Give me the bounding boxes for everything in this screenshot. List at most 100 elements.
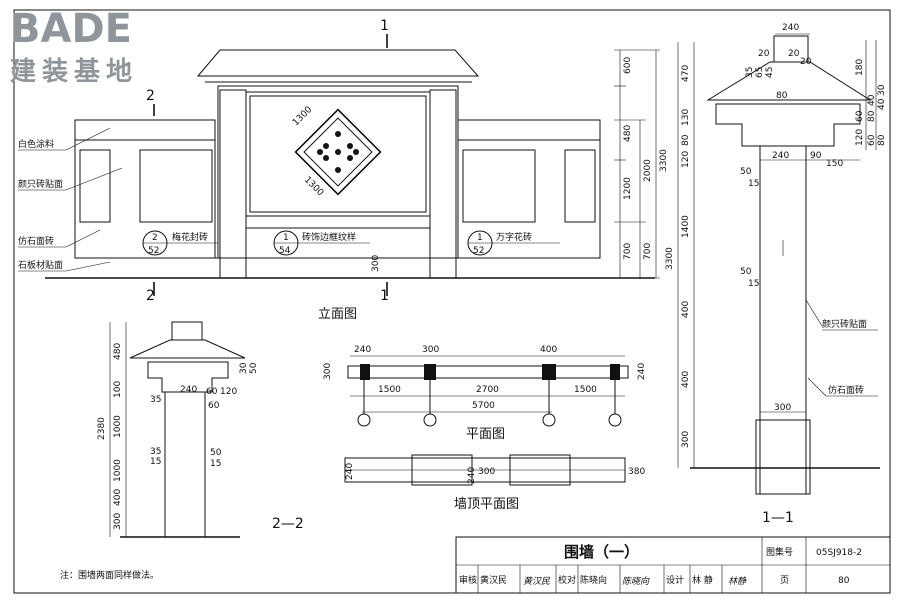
callout-faux-stone: 仿石面砖 xyxy=(18,235,54,247)
design-name: 林 静 xyxy=(692,574,713,586)
plan-top-dim-300: 300 xyxy=(422,345,439,355)
center-right-pier xyxy=(429,89,457,259)
plan-left-dim-300: 300 xyxy=(323,363,333,380)
section-marker-1-top: 1 xyxy=(380,18,389,48)
left-lattice-panel xyxy=(139,149,213,223)
s11-dim-20-a: 20 xyxy=(758,49,770,59)
s11-dim-400-b: 400 xyxy=(681,371,691,388)
center-left-pier xyxy=(219,89,247,259)
center-roof xyxy=(196,49,480,77)
s22-dim-35-b: 35 xyxy=(150,447,161,457)
watermark-logo: BADE 建装基地 xyxy=(10,6,138,87)
drawing-title: 围墙（一） xyxy=(564,543,639,561)
right-end-lattice xyxy=(564,149,596,223)
s22-dim-400: 400 xyxy=(113,489,123,506)
s11-dim-130: 130 xyxy=(681,109,691,126)
check-name: 黄汉民 xyxy=(480,574,507,586)
section-1-1-title: 1—1 xyxy=(762,510,794,526)
s11-r-dim-80-b: 80 xyxy=(877,134,887,146)
section-2-2-title: 2—2 xyxy=(272,516,304,532)
plan-title: 平面图 xyxy=(466,427,505,442)
s11-small-50-a: 50 xyxy=(740,167,752,177)
s22-dim-50-b: 50 xyxy=(210,448,222,458)
proof-signature: 陈晓向 xyxy=(622,576,650,587)
s11-mid-dim-150: 150 xyxy=(826,159,843,169)
s11-mid-dim-90: 90 xyxy=(810,151,822,161)
page-number: 80 xyxy=(838,576,850,586)
general-note: 注：围墙两面同样做法。 xyxy=(60,569,159,581)
s11-dim-45: 45 xyxy=(765,67,775,78)
section-marker-2-bottom: 2 xyxy=(146,282,155,304)
elevation-view: 1300 1300 300 1 1 2 2 白色涂料 颜只砖贴面 仿石 xyxy=(18,18,669,322)
s11-r-dim-180: 180 xyxy=(855,59,865,76)
logo-brand: BADE xyxy=(10,6,132,52)
s11-dim-3300: 3300 xyxy=(665,247,675,270)
s22-dim-100: 100 xyxy=(113,381,123,398)
detail-ref-swastika: 1 52 万字花砖 xyxy=(467,230,560,256)
section-1-label-bottom: 1 xyxy=(380,288,389,304)
plan-dim-1500-right: 1500 xyxy=(574,385,597,395)
detail-ref-swastika-num: 1 xyxy=(477,233,483,243)
s22-roof xyxy=(129,339,246,359)
s11-dim-400-a: 400 xyxy=(681,301,691,318)
detail-ref-plum-blossom: 2 52 梅花封砖 xyxy=(142,230,218,256)
s22-dim-1000-b: 1000 xyxy=(113,459,123,482)
lower-ornament-band xyxy=(245,215,431,229)
s11-r-dim-60: 60 xyxy=(855,110,865,122)
s11-dim-300: 300 xyxy=(681,431,691,448)
elev-dim-3300: 3300 xyxy=(659,149,669,172)
left-callouts: 白色涂料 颜只砖贴面 仿石面砖 石板材贴面 xyxy=(18,127,123,272)
plan-top-dim-400: 400 xyxy=(540,345,557,355)
plan-right-dim-240: 240 xyxy=(637,363,647,380)
s11-mid-dim-240: 240 xyxy=(772,151,789,161)
elev-dim-480: 480 xyxy=(623,125,633,142)
s11-r-dim-60-b: 60 xyxy=(867,134,877,146)
detail-ref-plum-num: 2 xyxy=(152,233,158,243)
check-label: 审核 xyxy=(459,574,477,586)
s22-dim-2380: 2380 xyxy=(97,417,107,440)
s22-ridge xyxy=(171,321,203,341)
callout-swastika-brick: 万字花砖 xyxy=(496,231,532,243)
walltop-dim-240b: 240 xyxy=(467,467,477,484)
design-label: 设计 xyxy=(666,574,684,586)
atlas-no-label: 图集号 xyxy=(766,546,793,558)
s22-dim-300: 300 xyxy=(113,513,123,530)
s11-dim-80: 80 xyxy=(681,134,691,146)
plan-columns xyxy=(360,364,620,380)
left-wing-wall xyxy=(74,139,216,259)
section-marker-2-top: 2 xyxy=(146,88,155,116)
s22-dim-60-a: 60 xyxy=(206,387,218,397)
left-wing-roof xyxy=(74,119,216,141)
proof-label: 校对 xyxy=(558,574,576,586)
logo-subtitle: 建装基地 xyxy=(10,57,138,87)
callout-plum-blossom: 梅花封砖 xyxy=(172,231,208,243)
walltop-dim-300: 300 xyxy=(478,467,495,477)
section-1-1-view: 240 20 20 20 35 65 45 80 240 90 150 470 … xyxy=(665,23,887,526)
s11-base-dim-300: 300 xyxy=(774,403,791,413)
detail-ref-plum-page: 52 xyxy=(148,246,159,256)
plan-dim-1500-left: 1500 xyxy=(378,385,401,395)
s11-dim-20-b: 20 xyxy=(788,49,800,59)
wall-top-plan-view: 240 300 240 380 墙顶平面图 xyxy=(344,454,645,512)
s11-top-dim-240: 240 xyxy=(782,23,799,33)
diamond-ornament xyxy=(294,108,382,196)
center-wall xyxy=(217,85,459,259)
s22-cap xyxy=(147,361,229,393)
center-brick-panel xyxy=(249,95,427,213)
plan-view: 240 300 400 300 240 1500 2700 1500 5700 … xyxy=(323,345,647,442)
s11-pier xyxy=(759,145,807,495)
s11-roof xyxy=(706,61,872,101)
base-dim: 300 xyxy=(371,255,381,272)
atlas-no: 05SJ918-2 xyxy=(816,548,862,558)
plan-wall xyxy=(347,365,629,379)
s11-r-dim-30: 30 xyxy=(877,84,887,96)
s11-dim-35: 35 xyxy=(745,67,755,78)
s22-dim-15-b: 15 xyxy=(210,459,221,469)
s11-dim-1400: 1400 xyxy=(681,215,691,238)
right-pier-base xyxy=(429,257,457,279)
section-marker-1-bottom: 1 xyxy=(380,282,389,304)
walltop-dim-240: 240 xyxy=(345,463,355,480)
detail-ref-border-page: 54 xyxy=(279,246,291,256)
section-2-label-bottom: 2 xyxy=(146,288,155,304)
